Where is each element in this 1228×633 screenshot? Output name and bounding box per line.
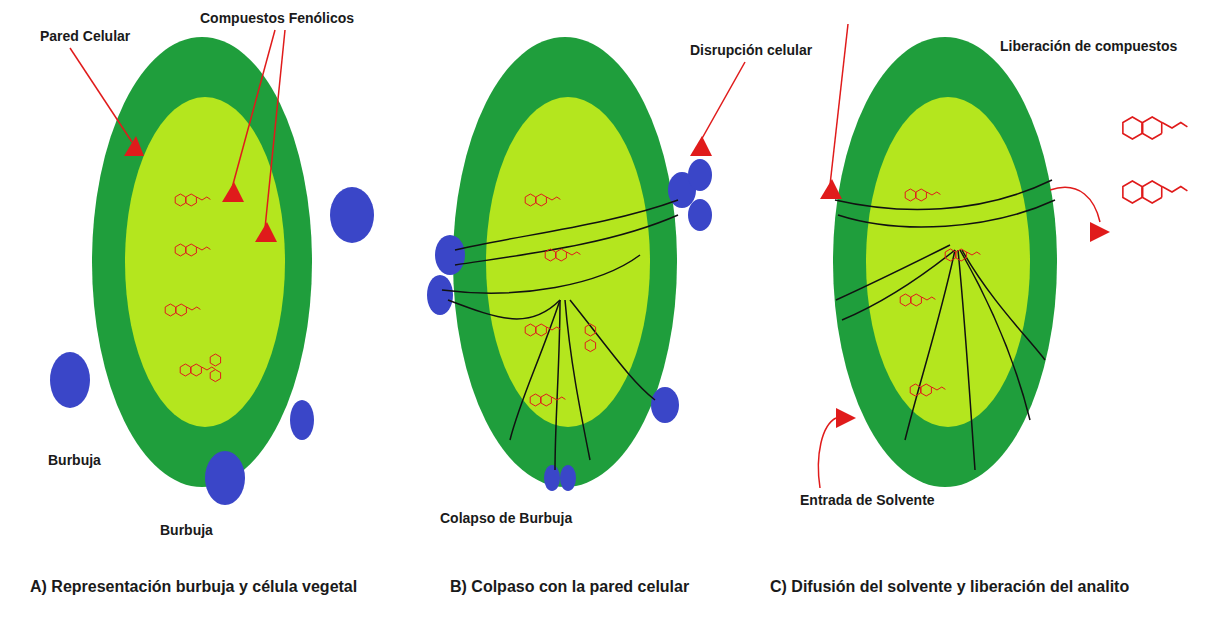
phenolic-molecule bbox=[165, 117, 1187, 406]
pointer-triangle bbox=[124, 136, 1110, 428]
bubble-collapse bbox=[427, 159, 712, 491]
compound-label: Compuestos Fenólicos bbox=[200, 10, 354, 26]
solvent-label: Entrada de Solvente bbox=[800, 492, 935, 508]
panel-caption: B) Colpaso con la pared celular bbox=[450, 578, 689, 596]
release-label: Liberación de compuestos bbox=[1000, 38, 1177, 54]
bubble-label: Burbuja bbox=[48, 452, 101, 468]
plant-cell bbox=[833, 37, 1057, 487]
crack-lines bbox=[835, 180, 1055, 470]
plant-cell bbox=[92, 37, 312, 487]
leader-line bbox=[70, 24, 1100, 488]
panel-caption: A) Representación burbuja y célula veget… bbox=[30, 578, 357, 596]
wall-label: Pared Celular bbox=[40, 28, 130, 44]
disruption-label: Disrupción celular bbox=[690, 42, 812, 58]
panel-caption: C) Difusión del solvente y liberación de… bbox=[770, 578, 1129, 596]
bubble-label: Burbuja bbox=[160, 522, 213, 538]
crack-lines bbox=[442, 200, 678, 470]
plant-cell bbox=[453, 37, 677, 487]
collapse-label: Colapso de Burbuja bbox=[440, 510, 572, 526]
